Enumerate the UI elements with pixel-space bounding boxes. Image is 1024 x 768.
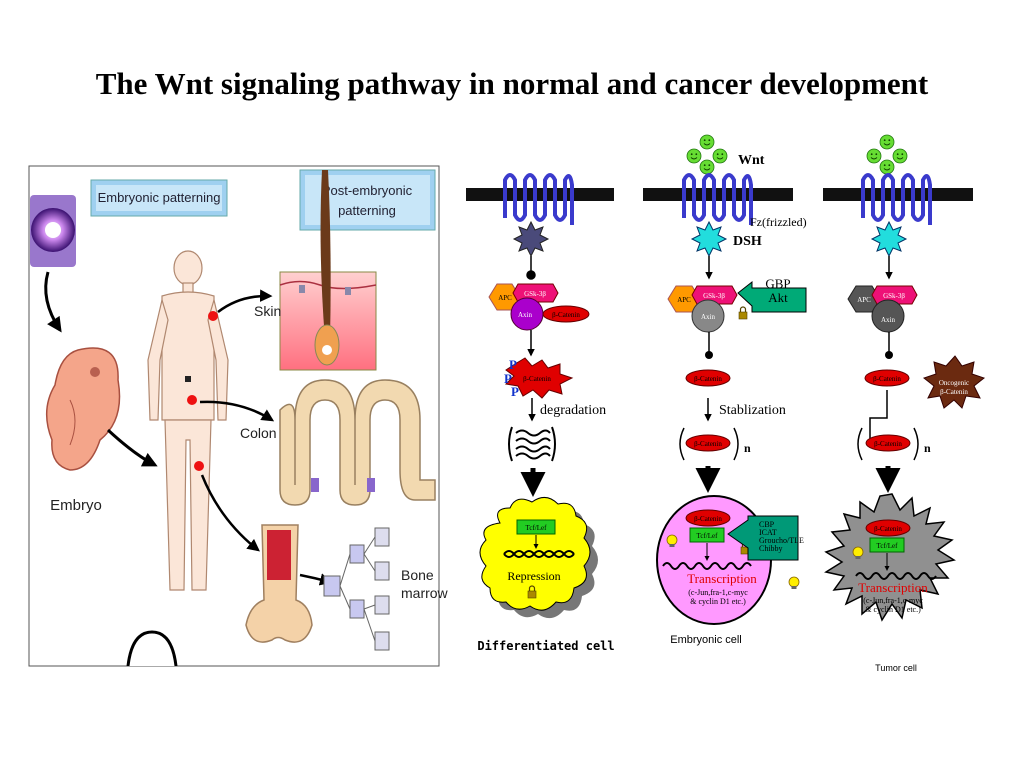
cbp-box: CBP ICAT Groucho/TLE Chibby [727, 515, 804, 561]
targets-line1-3: (c-Jun,fra-1,c-myc [863, 596, 923, 605]
embryonic-patterning-box: Embryonic patterning [90, 179, 228, 217]
axin-label-1: Axin [518, 311, 533, 319]
gsk-label-3: GSk-3β [883, 292, 905, 300]
n-label-3: n [924, 441, 931, 455]
tumor-cell: β-Catenin Tcf/Lef Transcription (c-Jun,f… [824, 493, 956, 622]
bcat-accumulated-3: β-Catenin n [857, 427, 931, 461]
page-title: The Wnt signaling pathway in normal and … [95, 66, 929, 101]
differentiated-cell: Tcf/Lef Repression [479, 497, 598, 619]
phospho-bcatenin: β-Catenin P P P [504, 357, 574, 399]
p-letter-1: P [509, 357, 517, 372]
bcat-accumulated-2: β-Catenin n [679, 427, 751, 461]
differentiated-cell-label: Differentiated cell [477, 639, 614, 653]
bcat-complex-label-1: β-Catenin [552, 311, 580, 319]
frizzled-receptor-2 [682, 173, 753, 225]
bone-marker [194, 461, 204, 471]
destruction-complex-2: APC GSk-3β Axin [667, 285, 748, 333]
skin-illustration: Skin [254, 170, 377, 371]
tcf-label-1: Tcf/Lef [526, 524, 548, 532]
wnt-ligand-cluster-cancer [866, 134, 908, 175]
dsh-label: DSH [733, 234, 762, 249]
bcat-free-3 [864, 369, 910, 387]
bcat-free-label-2: β-Catenin [694, 375, 722, 383]
n-label-2: n [744, 441, 751, 455]
gsk-label-2: GSk-3β [703, 292, 725, 300]
akt-label: Akt [768, 290, 788, 305]
bcat-nucleus-label-3: β-Catenin [874, 525, 902, 533]
gbp-label: GBP [765, 276, 790, 291]
membrane-3 [823, 188, 973, 201]
dsh-star-inactive [512, 220, 550, 258]
oncogenic-label-line2: β-Catenin [940, 388, 968, 396]
bcat-accum-label-2: β-Catenin [694, 440, 722, 448]
repression-label: Repression [507, 569, 560, 583]
apc-label-1: APC [498, 294, 512, 302]
inhibition-stems [526, 256, 893, 280]
bone-marrow-label-line2: marrow [401, 585, 449, 601]
transcription-label-2: Transcription [687, 571, 757, 586]
axin-label-2: Axin [701, 313, 716, 321]
dsh-star-active [690, 220, 728, 258]
embryo-label: Embryo [50, 497, 102, 514]
tumor-cell-label: Tumor cell [875, 663, 917, 673]
transcription-label-3: Transcription [858, 580, 928, 595]
apc-label-3: APC [857, 296, 871, 304]
bcat-phospho-label: β-Catenin [523, 375, 551, 383]
targets-line2-2: & cyclin D1 etc.) [690, 597, 746, 606]
post-embryonic-label-line2: patterning [338, 203, 396, 218]
wnt-label: Wnt [738, 153, 765, 168]
bcat-accum-label-3: β-Catenin [874, 440, 902, 448]
p-letter-2: P [504, 371, 512, 386]
bone-marrow-label-line1: Bone [401, 567, 434, 583]
targets-line2-3: & cyclin D1 etc.) [865, 605, 921, 614]
destruction-complex-3: APC GSk-3β Axin [847, 285, 918, 333]
proteasome-icon [508, 426, 556, 462]
fz-label: Fz(frizzled) [750, 215, 807, 229]
chibby-label: Chibby [759, 544, 783, 553]
left-illustration-panel: Embryonic patterning Post-embryonic patt… [28, 165, 449, 667]
axin-label-3: Axin [881, 316, 896, 324]
tcf-label-3: Tcf/Lef [877, 542, 899, 550]
icat-label: ICAT [759, 528, 777, 537]
zygote-icon [30, 195, 76, 267]
gbp-akt-box: GBP Akt [737, 276, 807, 313]
oncogenic-bcatenin-burst: Oncogenic β-Catenin [922, 355, 986, 409]
colon-illustration: Colon [240, 379, 436, 506]
oncogenic-label-line1: Oncogenic [939, 379, 969, 387]
wnt-ligand-cluster-normal [686, 134, 728, 175]
post-embryonic-patterning-box: Post-embryonic patterning [299, 169, 436, 231]
bcat-nucleus-label-2: β-Catenin [694, 515, 722, 523]
dsh-star-cancer [870, 220, 908, 258]
membrane-2 [643, 188, 793, 201]
embryonic-patterning-label: Embryonic patterning [98, 190, 221, 205]
stabilization-label: Stablization [719, 403, 786, 418]
skin-label: Skin [254, 303, 281, 319]
bcat-free-2 [685, 369, 731, 387]
embryo-illustration: Embryo [46, 347, 121, 514]
bone-illustration [245, 524, 333, 643]
groucho-label: Groucho/TLE [759, 536, 804, 545]
cbp-label: CBP [759, 520, 775, 529]
bone-marrow-lineage: Bone marrow [323, 527, 449, 651]
skin-marker [208, 311, 218, 321]
frizzled-receptor-3 [861, 173, 932, 225]
colon-label: Colon [240, 425, 277, 441]
tcf-label-2: Tcf/Lef [697, 532, 719, 540]
membrane-1 [466, 188, 614, 201]
apc-label-2: APC [677, 296, 691, 304]
degradation-label: degradation [540, 403, 606, 418]
frizzled-receptor-1 [503, 173, 574, 225]
embryonic-cell-label: Embryonic cell [670, 634, 742, 646]
p-letter-3: P [511, 384, 519, 399]
destruction-complex-1: APC GSk-3β Axin β-Catenin [488, 283, 590, 331]
post-embryonic-label-line1: Post-embryonic [322, 183, 413, 198]
targets-line1-2: (c-Jun,fra-1,c-myc [688, 588, 748, 597]
bcat-free-label-3: β-Catenin [873, 375, 901, 383]
gsk-label-1: GSk-3β [524, 290, 546, 298]
colon-marker [187, 395, 197, 405]
